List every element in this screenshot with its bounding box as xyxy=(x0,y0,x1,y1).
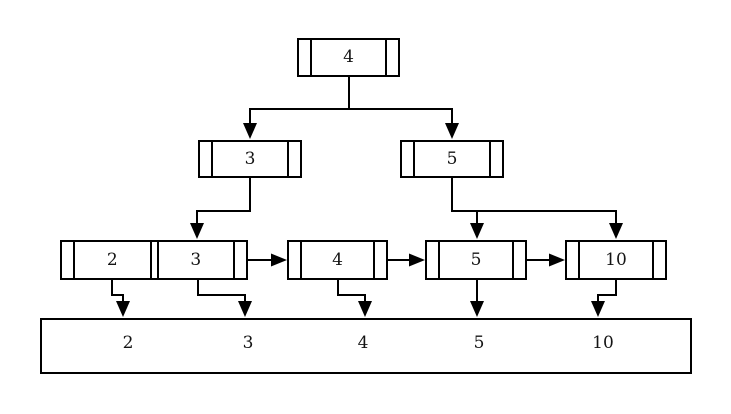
key-cell: 5 xyxy=(446,148,458,169)
edge-leaf4-to-block xyxy=(337,280,366,302)
node-leaf-10: 10 xyxy=(565,240,667,280)
node-internal-right: 5 xyxy=(400,140,504,178)
pointer-cell xyxy=(62,242,75,278)
arrowhead-down-icon xyxy=(238,301,252,317)
arrowhead-down-icon xyxy=(190,223,204,239)
data-value: 3 xyxy=(242,333,254,353)
pointer-cell xyxy=(512,242,525,278)
node-leaf-4: 4 xyxy=(287,240,388,280)
pointer-cell xyxy=(289,242,302,278)
arrowhead-down-icon xyxy=(445,123,459,139)
edge-root-split xyxy=(249,108,453,124)
pointer-cell xyxy=(489,142,502,176)
edge-internal3-to-leaf xyxy=(196,178,251,224)
node-leaf-5: 5 xyxy=(425,240,527,280)
arrowhead-right-icon xyxy=(409,253,425,267)
pointer-cell xyxy=(652,242,665,278)
edge-leaf10-to-block xyxy=(597,280,617,302)
pointer-cell xyxy=(373,242,386,278)
data-value: 4 xyxy=(357,333,369,353)
pointer-cell xyxy=(427,242,440,278)
key-cell: 5 xyxy=(470,249,482,270)
arrowhead-down-icon xyxy=(609,223,623,239)
edge-leafcell3-to-block xyxy=(197,280,246,302)
arrowhead-down-icon xyxy=(470,223,484,239)
edge-internal5-split xyxy=(451,178,617,224)
arrowheads xyxy=(116,123,623,317)
key-cell: 2 xyxy=(106,249,118,270)
key-cell: 10 xyxy=(605,249,627,270)
node-leaf-2-3: 2 3 xyxy=(60,240,248,280)
key-cell: 4 xyxy=(343,47,354,67)
arrowhead-down-icon xyxy=(470,301,484,317)
pointer-cell xyxy=(287,142,300,176)
pointer-cell xyxy=(402,142,415,176)
arrowhead-down-icon xyxy=(358,301,372,317)
data-value: 10 xyxy=(592,333,614,353)
pointer-cell xyxy=(200,142,213,176)
connector-lines xyxy=(111,77,617,302)
arrowhead-down-icon xyxy=(243,123,257,139)
arrowhead-right-icon xyxy=(271,253,287,267)
key-cell: 3 xyxy=(244,148,256,169)
node-root: 4 xyxy=(297,38,400,77)
arrowhead-down-icon xyxy=(591,301,605,317)
pointer-cell xyxy=(149,242,159,278)
data-value: 2 xyxy=(122,333,134,353)
node-internal-left: 3 xyxy=(198,140,302,178)
data-block: 2 3 4 5 10 xyxy=(40,318,692,374)
key-cell: 3 xyxy=(190,249,202,270)
pointer-cell xyxy=(299,40,312,75)
edge-leafcell2-to-block xyxy=(111,280,124,302)
key-cell: 4 xyxy=(332,249,343,270)
arrowhead-down-icon xyxy=(116,301,130,317)
pointer-cell xyxy=(567,242,580,278)
pointer-cell xyxy=(233,242,246,278)
pointer-cell xyxy=(385,40,398,75)
arrowhead-right-icon xyxy=(549,253,565,267)
data-value: 5 xyxy=(473,333,485,353)
